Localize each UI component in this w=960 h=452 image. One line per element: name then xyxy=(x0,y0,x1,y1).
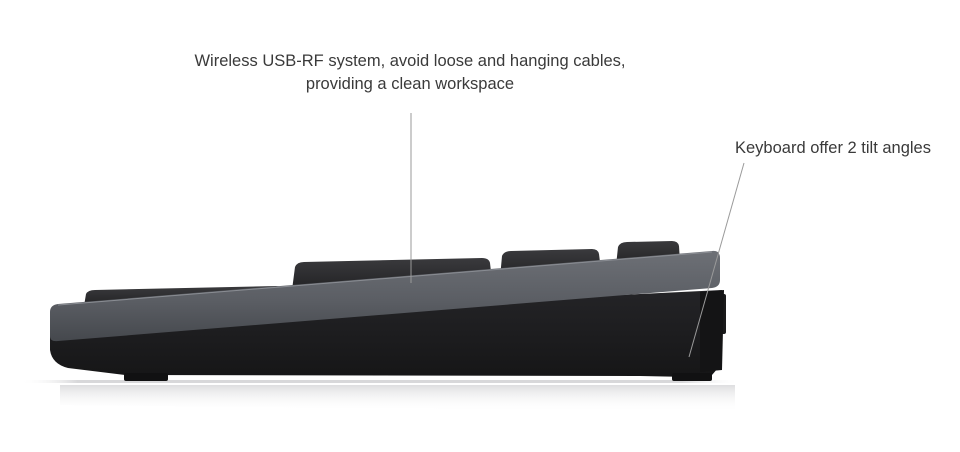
keyboard-top-panel xyxy=(50,250,720,342)
wireless-callout-line-1: Wireless USB-RF system, avoid loose and … xyxy=(194,52,626,70)
tilt-callout: Keyboard offer 2 tilt angles xyxy=(735,139,931,157)
panel-edge-highlight xyxy=(57,251,713,306)
wireless-callout: Wireless USB-RF system, avoid loose and … xyxy=(150,50,670,96)
front-foot xyxy=(124,373,168,381)
keyboard-base xyxy=(50,290,722,377)
wireless-callout-line-2: providing a clean workspace xyxy=(305,75,515,93)
tilt-leg xyxy=(700,290,724,372)
tilt-leader-line xyxy=(688,162,745,358)
keyboard-reflection xyxy=(60,385,735,412)
floor-line xyxy=(20,380,740,383)
rear-foot xyxy=(672,373,712,381)
